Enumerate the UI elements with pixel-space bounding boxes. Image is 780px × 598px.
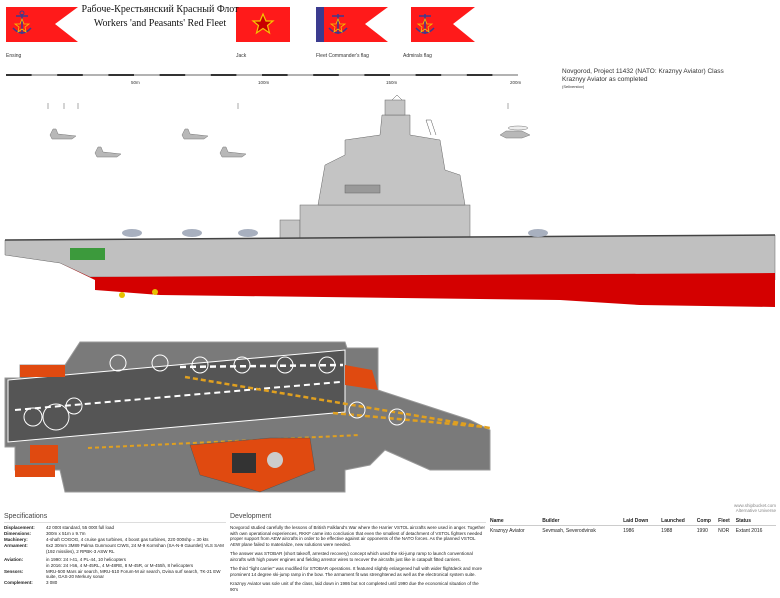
cell-status: Extant 2016	[735, 528, 763, 534]
jack-label: Jack	[236, 53, 247, 59]
admirals-flag	[411, 7, 475, 42]
launch-line	[184, 375, 491, 430]
spec-key: Displacement:	[4, 525, 35, 530]
centerline-marks	[14, 381, 341, 411]
aircraft-group	[47, 103, 531, 158]
ships-table: Name Builder Laid Down Launched Comp Fle…	[490, 517, 776, 536]
spec-key: Armament:	[4, 543, 28, 548]
helicopters	[122, 229, 548, 237]
col-name: Name	[490, 517, 543, 526]
sponsons	[15, 365, 378, 477]
jack-flag	[236, 7, 290, 42]
ensign-label: Ensing	[6, 53, 22, 59]
spec-row: Dimensions: 300m x 51m x 9.7m	[4, 531, 226, 537]
cell-fleet: NOR	[718, 528, 730, 534]
flight-deck-edge	[4, 234, 776, 241]
spec-key: Dimensions:	[4, 531, 32, 536]
col-comp: Comp	[696, 517, 719, 526]
development-paragraph: The third "light carrier" was modified f…	[230, 566, 482, 577]
admirals-flag-label: Admirals flag	[403, 53, 432, 59]
spec-row: Complement: 3 080	[4, 580, 226, 586]
ship-name-state: Kraznyy Aviator as completed	[562, 76, 648, 83]
col-fleet: Fleet	[718, 517, 736, 526]
credit: www.shipbucket.com Alternative Universe	[720, 503, 776, 513]
development-section: Development Novgorod studied carefully t…	[230, 513, 486, 596]
col-status: Status	[735, 517, 776, 526]
credit-site: www.shipbucket.com	[733, 503, 776, 508]
spec-value: 6x2 30mm 3M89 Palma Gunmount CIWS, 24 M-…	[46, 543, 224, 554]
spec-value: in 1990: 24 I-41, 4 PL-44, 10 helicopter…	[46, 557, 194, 568]
ship-class-caption: Novgorod, Project 11432 (NATO: Kraznyy A…	[562, 68, 724, 89]
cell-launched: 1988	[661, 528, 673, 534]
spec-row: Displacement: 42 000t standard, 55 000t f…	[4, 525, 226, 531]
col-builder: Builder	[542, 517, 624, 526]
cell-builder: Sevmash, Severodvinsk	[542, 528, 596, 534]
spec-value: 3 080	[46, 580, 58, 585]
spec-row: Machinery: 4-shaft COGOG, 4 cruise gas tu…	[4, 537, 226, 543]
side-profile-view	[4, 95, 776, 307]
fleet-commander-flag	[316, 7, 388, 42]
hull-upper	[4, 234, 776, 281]
table-row: Kraznyy Aviator Sevmash, Severodvinsk 19…	[490, 526, 776, 537]
spec-key: Sensors:	[4, 568, 24, 574]
scale-label-200m: 200m	[510, 80, 522, 85]
spec-value: 300m x 51m x 9.7m	[46, 531, 86, 536]
hull-lower-red	[60, 263, 775, 307]
cell-laid-down: 1986	[623, 528, 635, 534]
spec-row: Aviation: in 1990: 24 I-41, 4 PL-44, 10 h…	[4, 557, 226, 568]
cell-comp: 1990	[696, 528, 708, 534]
credit-universe: Alternative Universe	[735, 508, 776, 513]
scale-label-150m: 150m	[386, 80, 398, 85]
development-heading: Development	[230, 513, 486, 523]
spec-key: Complement:	[4, 580, 33, 585]
specifications-heading: Specifications	[4, 513, 226, 523]
island-superstructure	[279, 95, 471, 241]
class-name: Novgorod, Project 11432 (NATO: Kraznyy A…	[562, 68, 724, 75]
propellers	[119, 289, 158, 298]
title-russian: Рабоче-Крестьянский Красный Флот	[81, 4, 239, 15]
col-laid-down: Laid Down	[623, 517, 662, 526]
flags-row	[6, 7, 475, 42]
spec-value: 42 000t standard, 55 000t full load	[46, 525, 115, 530]
island-top	[189, 437, 316, 493]
ensign-flag	[6, 7, 78, 42]
development-paragraph: Kraznyy Aviator was sole unit of the cla…	[230, 581, 479, 592]
development-paragraph: The answer was STOBAR (short takeoff, ar…	[230, 551, 473, 562]
spec-key: Aviation:	[4, 557, 24, 562]
spec-row: Sensors: MRU-500 Mars air search, MRU-510…	[4, 569, 226, 580]
title-english: Workers 'and Peasants' Red Fleet	[93, 18, 227, 29]
specifications-section: Specifications Displacement: 42 000t stan…	[4, 513, 226, 586]
fleet-commander-flag-label: Fleet Commander's flag	[316, 53, 369, 59]
spec-key: Machinery:	[4, 537, 28, 542]
spec-value: MRU-500 Mars air search, MRU-510 Forum-M…	[46, 568, 221, 580]
ships-table-section: Name Builder Laid Down Launched Comp Fle…	[490, 517, 776, 536]
hangar-aircraft	[70, 248, 105, 260]
author-credit: (Seliverstov)	[562, 84, 585, 89]
col-launched: Launched	[661, 517, 697, 526]
spec-value: 4-shaft COGOG, 4 cruise gas turbines, 4 …	[46, 537, 209, 542]
scale-label-50m: 50m	[131, 80, 140, 85]
scale-label-100m: 100m	[258, 80, 270, 85]
scale-bar	[6, 74, 518, 76]
helicopter-spots	[23, 354, 406, 431]
spec-row: Armament: 6x2 30mm 3M89 Palma Gunmount CI…	[4, 543, 226, 554]
deck-plan-view	[4, 341, 491, 493]
development-paragraph: Novgorod studied carefully the lessons o…	[230, 525, 485, 547]
cell-name: Kraznyy Aviator	[490, 528, 525, 534]
